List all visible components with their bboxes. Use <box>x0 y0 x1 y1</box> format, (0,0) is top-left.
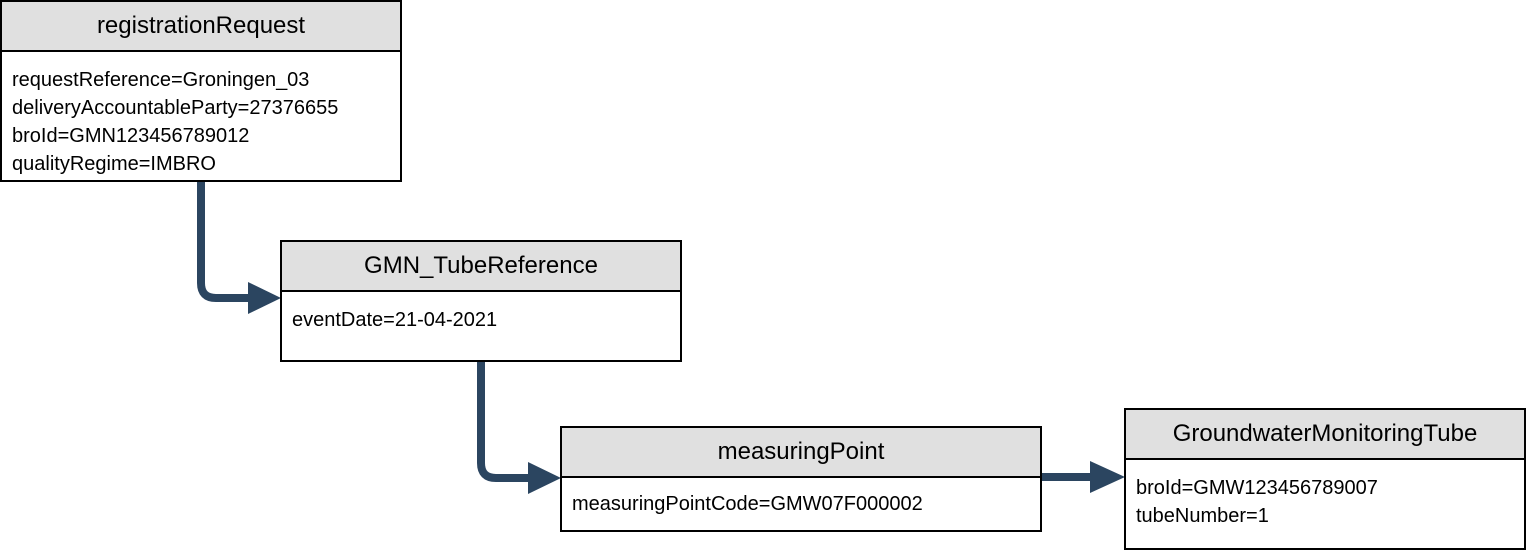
node-attributes: eventDate=21-04-2021 <box>282 292 680 340</box>
node-title: GMN_TubeReference <box>282 242 680 292</box>
arrowhead-GroundwaterMonitoringTube <box>1090 461 1125 493</box>
node-title: measuringPoint <box>562 428 1040 478</box>
node-attributes: broId=GMW123456789007 tubeNumber=1 <box>1126 460 1524 536</box>
node-measuringPoint[interactable]: measuringPoint measuringPointCode=GMW07F… <box>560 426 1042 532</box>
attribute-broId: broId=GMW123456789007 <box>1136 477 1378 499</box>
attribute-measuringPointCode: measuringPointCode=GMW07F000002 <box>572 493 923 515</box>
arrowhead-measuringPoint <box>528 462 561 494</box>
node-GroundwaterMonitoringTube[interactable]: GroundwaterMonitoringTube broId=GMW12345… <box>1124 408 1526 550</box>
node-attributes: requestReference=Groningen_03 deliveryAc… <box>2 52 400 180</box>
attribute-tubeNumber: tubeNumber=1 <box>1136 505 1269 527</box>
node-registrationRequest[interactable]: registrationRequest requestReference=Gro… <box>0 0 402 182</box>
attribute-deliveryAccountableParty: deliveryAccountableParty=27376655 <box>12 97 339 119</box>
attribute-requestReference: requestReference=Groningen_03 <box>12 69 310 91</box>
arrowhead-GMN_TubeReference <box>248 282 281 314</box>
attribute-broId: broId=GMN123456789012 <box>12 125 250 147</box>
node-attributes: measuringPointCode=GMW07F000002 <box>562 478 1040 524</box>
node-title: GroundwaterMonitoringTube <box>1126 410 1524 460</box>
node-GMN_TubeReference[interactable]: GMN_TubeReference eventDate=21-04-2021 <box>280 240 682 362</box>
attribute-qualityRegime: qualityRegime=IMBRO <box>12 153 216 175</box>
attribute-eventDate: eventDate=21-04-2021 <box>292 309 498 331</box>
node-title: registrationRequest <box>2 2 400 52</box>
edge-GMN_TubeReference-to-measuringPoint <box>477 361 532 482</box>
edge-registrationRequest-to-GMN_TubeReference <box>197 181 252 302</box>
